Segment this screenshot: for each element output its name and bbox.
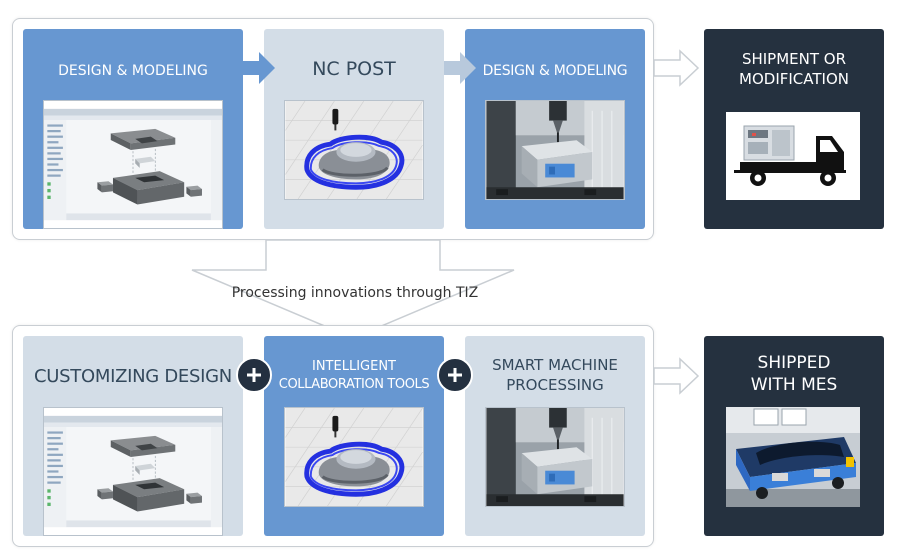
bottom-step-customizing-design-card: CUSTOMIZING DESIGN	[23, 336, 243, 536]
bottom-step3-title-line2: PROCESSING	[506, 376, 604, 395]
top-result-title-line2: MODIFICATION	[739, 70, 849, 89]
plus-icon	[236, 357, 272, 393]
bottom-step-collaboration-card: INTELLIGENT COLLABORATION TOOLS	[264, 336, 444, 536]
truck-icon	[726, 112, 860, 200]
top-result-arrow	[653, 49, 700, 87]
top-step-design-modeling-2-card: DESIGN & MODELING	[465, 29, 645, 229]
agv-robot-icon	[726, 407, 860, 507]
top-step2-title: NC POST	[312, 58, 396, 81]
funnel-connector	[191, 239, 515, 339]
plus-icon	[437, 357, 473, 393]
cad-model-icon	[43, 100, 223, 229]
bottom-result-title-line2: WITH MES	[750, 375, 838, 396]
bottom-step3-title-line1: SMART MACHINE	[492, 356, 618, 375]
bottom-step-smart-machine-card: SMART MACHINE PROCESSING	[465, 336, 645, 536]
top-result-title-line1: SHIPMENT OR	[741, 50, 847, 69]
cnc-machine-icon	[485, 407, 625, 507]
top-step-design-modeling-card: DESIGN & MODELING	[23, 29, 243, 229]
cnc-machine-icon	[485, 100, 625, 200]
top-arrow-1	[243, 52, 275, 84]
top-result-shipment-card: SHIPMENT OR MODIFICATION	[704, 29, 884, 229]
top-step1-title: DESIGN & MODELING	[58, 62, 208, 79]
bottom-step2-title-line2: COLLABORATION TOOLS	[278, 376, 430, 392]
bottom-result-shipped-card: SHIPPED WITH MES	[704, 336, 884, 536]
cad-model-icon	[43, 407, 223, 536]
bottom-step1-title: CUSTOMIZING DESIGN	[34, 365, 232, 387]
top-step-nc-post-card: NC POST	[264, 29, 444, 229]
top-arrow-2	[444, 52, 476, 84]
toolpath-icon	[284, 407, 424, 507]
bottom-result-title-line1: SHIPPED	[757, 353, 831, 374]
toolpath-icon	[284, 100, 424, 200]
process-caption: Processing innovations through TIZ	[231, 285, 479, 301]
bottom-result-arrow	[653, 357, 700, 395]
top-step3-title: DESIGN & MODELING	[482, 62, 628, 79]
bottom-step2-title-line1: INTELLIGENT	[312, 358, 396, 374]
